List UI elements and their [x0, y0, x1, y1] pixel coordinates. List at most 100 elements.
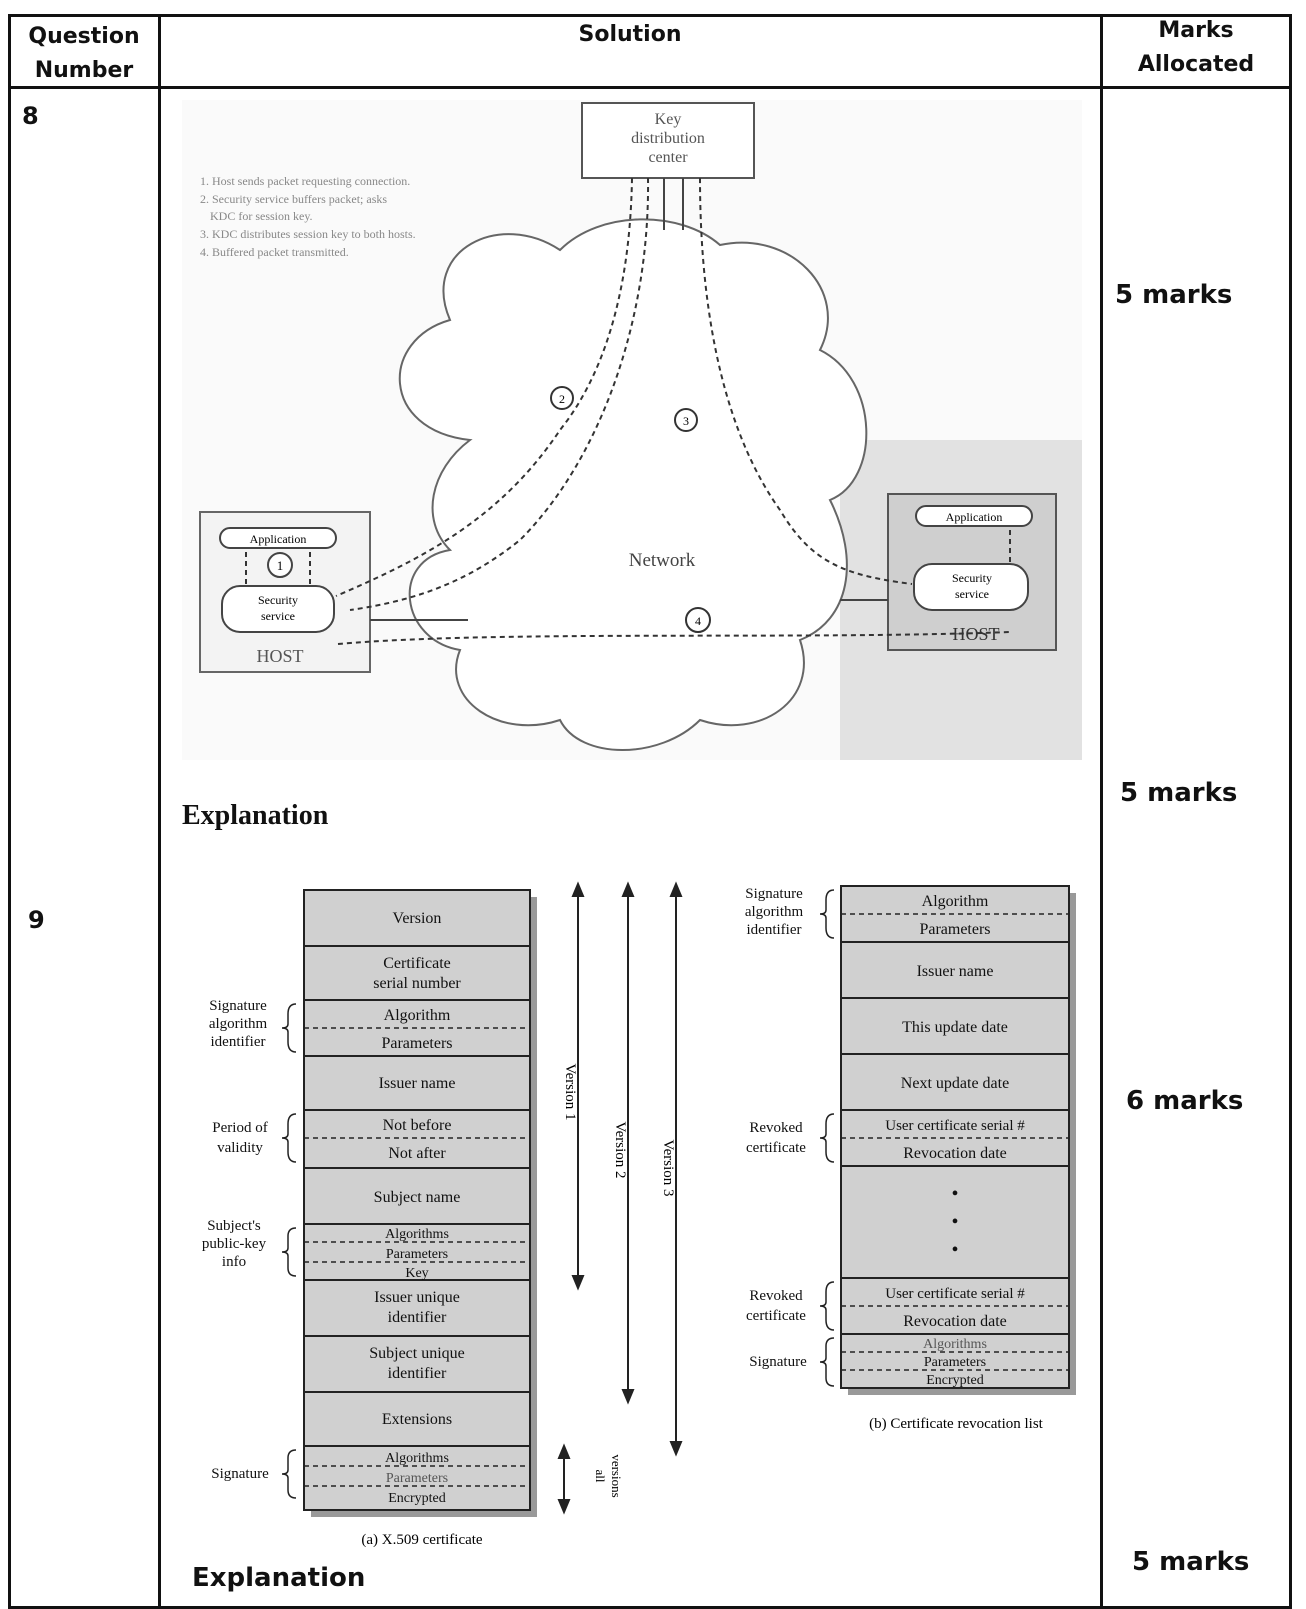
step-circle-2: 2 [559, 392, 565, 406]
svg-text:algorithm: algorithm [745, 904, 804, 920]
step-text-1: 1. Host sends packet requesting connecti… [200, 174, 410, 188]
crl-field-next-update: Next update date [901, 1075, 1009, 1092]
crl-field-user-serial-2: User certificate serial # [885, 1286, 1025, 1302]
cert-field-subject-name: Subject name [374, 1189, 461, 1206]
marks-q8-explanation: 5 marks [1120, 778, 1238, 808]
step-circle-3: 3 [683, 414, 689, 428]
cert-field-pk-key: Key [405, 1266, 428, 1281]
svg-text:certificate: certificate [746, 1308, 806, 1324]
version-3-label: Version 3 [660, 1139, 676, 1196]
cert-field-not-before: Not before [383, 1117, 452, 1134]
cert-field-subject-unique-1: Subject unique [369, 1345, 465, 1362]
right-host-label: HOST [952, 624, 999, 644]
cert-field-issuer-name: Issuer name [379, 1075, 456, 1092]
cert-field-issuer-unique-2: identifier [388, 1309, 447, 1326]
cert-field-serial-1: Certificate [383, 955, 451, 972]
svg-text:service: service [955, 587, 989, 601]
marks-q9-diagram: 6 marks [1126, 1086, 1244, 1116]
step-text-2: 2. Security service buffers packet; asks [200, 192, 387, 206]
kdc-label-line-1: Key [655, 111, 682, 128]
version-2-label: Version 2 [612, 1121, 628, 1178]
all-versions-label-2: versions [609, 1454, 624, 1497]
step-text-5: 4. Buffered packet transmitted. [200, 245, 349, 259]
cert-field-pk-algorithms: Algorithms [385, 1227, 449, 1242]
all-versions-label-1: all [593, 1470, 608, 1483]
table-frame [8, 14, 1292, 1609]
cert-field-sig-algorithms: Algorithms [385, 1451, 449, 1466]
svg-text:validity: validity [217, 1140, 263, 1156]
crl-caption: (b) Certificate revocation list [869, 1416, 1044, 1432]
svg-text:Revoked: Revoked [749, 1120, 803, 1136]
header-solution: Solution [578, 22, 682, 47]
crl-field-sig-encrypted: Encrypted [926, 1373, 984, 1388]
svg-text:Security: Security [952, 571, 992, 585]
svg-text:service: service [261, 609, 295, 623]
svg-text:Application: Application [250, 532, 307, 546]
svg-text:Signature: Signature [209, 998, 267, 1014]
network-cloud [398, 218, 868, 751]
certificate-stack [303, 889, 531, 1511]
step-circle-4: 4 [695, 614, 701, 628]
cert-field-issuer-unique-1: Issuer unique [374, 1289, 460, 1306]
svg-text:Signature: Signature [211, 1466, 269, 1482]
kdc-box [581, 102, 755, 179]
right-security-pill [913, 563, 1029, 611]
crl-field-algorithm: Algorithm [922, 893, 989, 910]
svg-text:certificate: certificate [746, 1140, 806, 1156]
crl-field-revocation-date-1: Revocation date [903, 1145, 1007, 1162]
crl-field-parameters: Parameters [919, 921, 990, 938]
crl-field-revocation-date-2: Revocation date [903, 1313, 1007, 1330]
kdc-label-line-2: distribution [631, 130, 705, 147]
svg-text:info: info [222, 1254, 246, 1270]
header-marks-allocated: Marks Allocated [1137, 18, 1255, 77]
column-divider-1 [158, 14, 161, 1609]
crl-field-this-update: This update date [902, 1019, 1008, 1036]
right-application-pill [915, 505, 1033, 527]
svg-text:public-key: public-key [202, 1236, 267, 1252]
svg-text:Security: Security [258, 593, 298, 607]
question-number-9: 9 [28, 906, 45, 934]
cert-field-subject-unique-2: identifier [388, 1365, 447, 1382]
network-label: Network [629, 550, 696, 571]
svg-text:Signature: Signature [749, 1354, 807, 1370]
svg-text:Revoked: Revoked [749, 1288, 803, 1304]
header-divider [8, 86, 1292, 89]
kdc-label-line-3: center [648, 149, 688, 166]
svg-text:identifier: identifier [747, 922, 802, 938]
left-host-label: HOST [256, 646, 303, 666]
cert-field-extensions: Extensions [382, 1411, 452, 1428]
q9-explanation-heading: Explanation [192, 1563, 366, 1593]
crl-dot-2: • [951, 1211, 958, 1233]
crl-field-issuer-name: Issuer name [917, 963, 994, 980]
left-security-pill [221, 585, 335, 633]
step-text-3: KDC for session key. [210, 209, 313, 223]
cert-field-sig-encrypted: Encrypted [388, 1491, 446, 1506]
version-1-label: Version 1 [562, 1063, 578, 1120]
svg-text:Signature: Signature [745, 886, 803, 902]
cert-field-parameters: Parameters [381, 1035, 452, 1052]
marks-q8-diagram: 5 marks [1115, 280, 1233, 310]
cert-field-serial-2: serial number [373, 975, 461, 992]
cert-field-not-after: Not after [388, 1145, 446, 1162]
left-step-1: 1 [277, 558, 284, 573]
crl-stack [840, 885, 1070, 1389]
crl-dot-1: • [951, 1183, 958, 1205]
cert-field-version: Version [393, 910, 442, 927]
header-question-number: Question Number [28, 24, 140, 83]
crl-field-sig-parameters: Parameters [924, 1355, 986, 1370]
svg-text:Subject's: Subject's [207, 1218, 261, 1234]
svg-text:Period of: Period of [212, 1120, 267, 1136]
x509-caption: (a) X.509 certificate [361, 1532, 483, 1548]
marks-q9-explanation: 5 marks [1132, 1547, 1250, 1577]
cert-field-sig-parameters: Parameters [386, 1471, 448, 1486]
cert-field-pk-parameters: Parameters [386, 1247, 448, 1262]
q8-explanation-heading: Explanation [182, 800, 329, 831]
crl-dot-3: • [951, 1239, 958, 1261]
cert-field-algorithm: Algorithm [384, 1007, 451, 1024]
step-text-4: 3. KDC distributes session key to both h… [200, 227, 416, 241]
column-divider-2 [1100, 14, 1103, 1609]
svg-text:identifier: identifier [211, 1034, 266, 1050]
left-application-pill [219, 527, 337, 549]
